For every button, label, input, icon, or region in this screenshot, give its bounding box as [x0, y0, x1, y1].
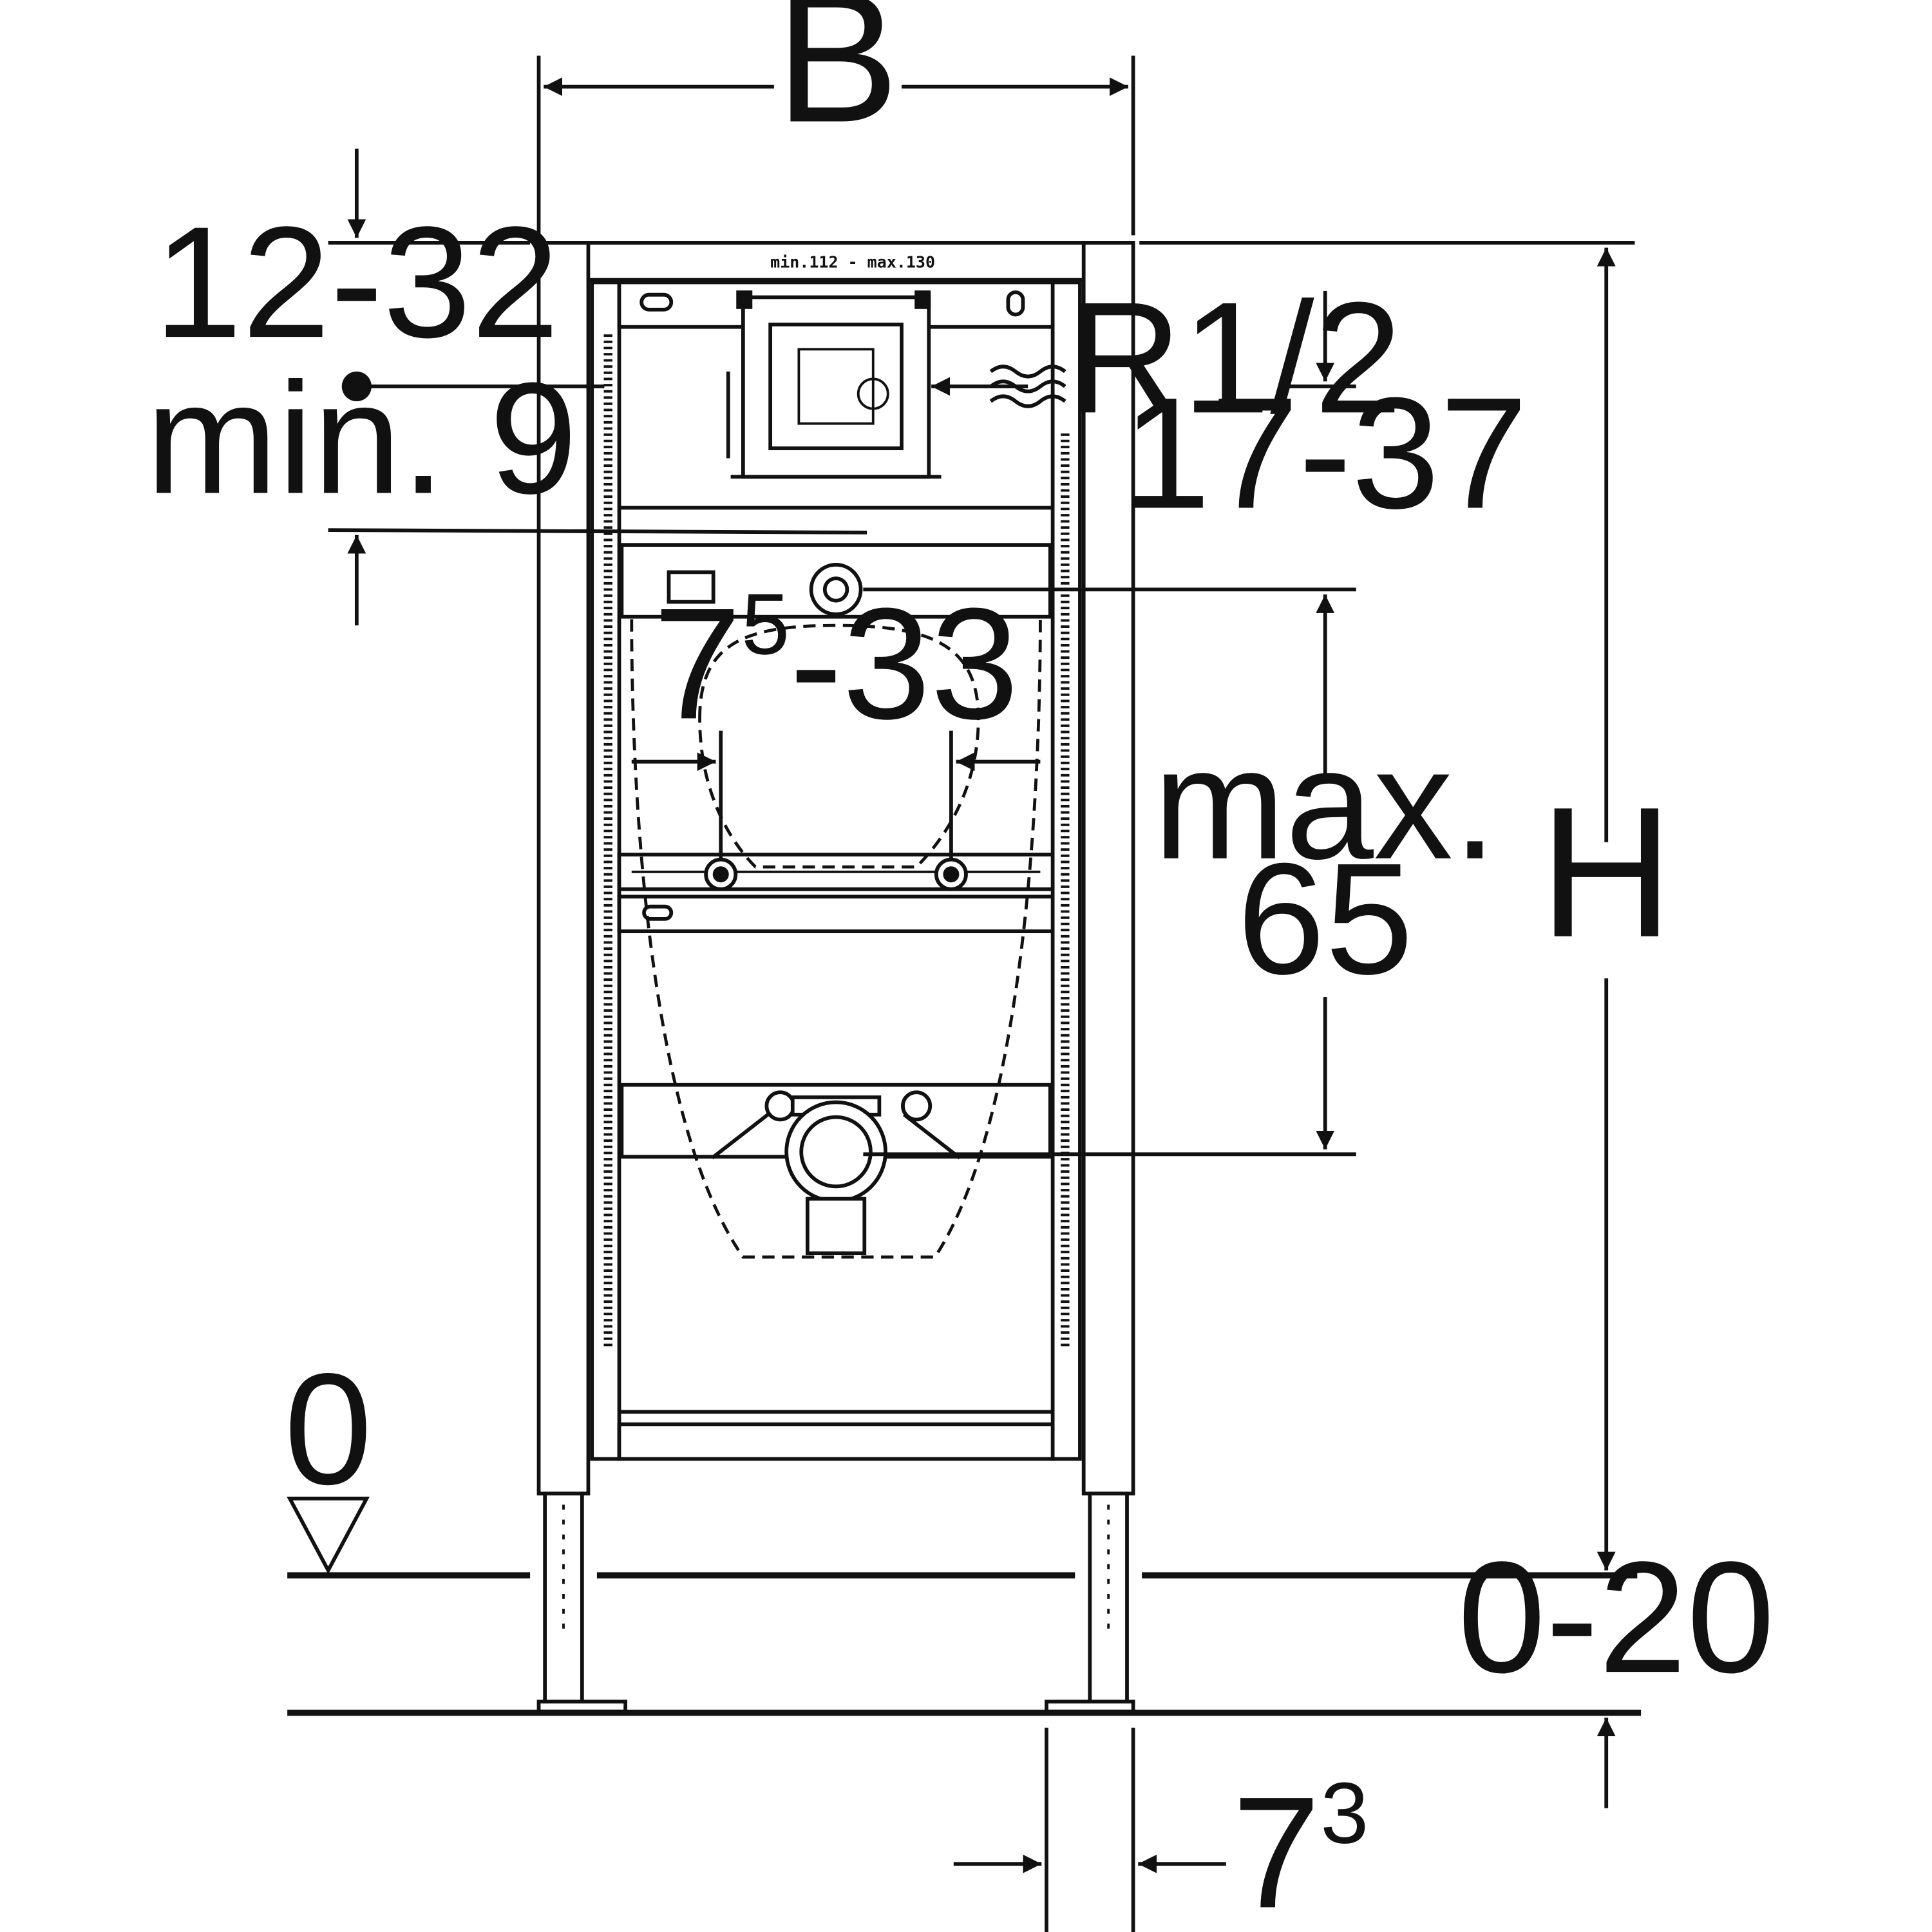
supply-connection-outer	[809, 563, 863, 616]
size-plate-label: min.112 - max.130	[770, 252, 935, 271]
triangle-down-icon	[287, 1497, 370, 1575]
wavy-lines-icon	[989, 365, 1066, 408]
width-label: B	[775, 0, 899, 161]
height-label: H	[1539, 769, 1673, 976]
max-value-label: 65	[1237, 831, 1414, 1008]
bottom-rail	[617, 1422, 1055, 1461]
bolt-spacing-rest: -33	[790, 575, 1019, 752]
foot-width-label: 73	[1232, 1765, 1368, 1932]
flush-valve-box	[726, 290, 942, 479]
fixing-bar-slot-left	[642, 904, 674, 921]
valve-box-latch-right	[914, 290, 931, 309]
foot-width-base: 7	[1232, 1765, 1320, 1932]
floor-lines	[287, 1572, 1642, 1716]
urinal-outline	[630, 619, 1042, 1259]
fixing-bolts	[704, 857, 968, 891]
min-nine-extension	[328, 528, 867, 535]
max-word-label: max.	[1153, 715, 1497, 893]
left-outer-post	[536, 241, 591, 1496]
fixing-bolt-left-inner	[712, 866, 729, 883]
supply-offset-label: 17-37	[1122, 365, 1528, 542]
supply-connection-inner	[822, 576, 849, 603]
wavy-line-1	[989, 365, 1066, 379]
floor-level-label: 0	[284, 1341, 372, 1518]
foot-width-sup: 3	[1320, 1765, 1368, 1862]
min-nine-label: min. 9	[146, 350, 577, 527]
valve-body	[797, 348, 875, 425]
wavy-line-2	[989, 379, 1066, 393]
bolt-spacing-sup: 5	[741, 575, 790, 672]
fixing-bolt-right-inner	[943, 866, 960, 883]
adjustable-feet	[536, 1492, 1135, 1714]
supply-connection	[809, 563, 863, 616]
bolt-spacing-base: 7	[653, 575, 741, 752]
drain-wing-hole-left	[764, 1090, 796, 1122]
valve-connector	[857, 377, 889, 410]
drain-elbow	[710, 1090, 961, 1256]
top-offset-label: 12-32	[154, 194, 560, 371]
valve-box-inner	[768, 322, 904, 451]
wavy-line-3	[989, 394, 1066, 408]
drain-elbow-wings	[710, 1113, 961, 1160]
dimension-lines	[328, 55, 1635, 1932]
drain-outlet	[805, 1197, 867, 1256]
bracket-slot-right	[1006, 290, 1025, 317]
drain-wing-hole-right	[901, 1090, 933, 1122]
foot-range-label: 0-20	[1457, 1529, 1775, 1706]
urinal-outline-inner	[698, 623, 980, 869]
fixing-bar-lower	[617, 895, 1055, 934]
bracket-slot-left	[639, 292, 674, 312]
right-outer-post	[1081, 241, 1135, 1496]
flush-control-slot	[667, 570, 715, 604]
thread-label: R1/2	[1068, 269, 1403, 446]
inlet-reference-dot	[341, 371, 372, 402]
bolt-spacing-label: 75-33	[653, 575, 1019, 752]
drain-pipe-inner	[799, 1115, 873, 1189]
valve-box-latch-left	[736, 290, 753, 309]
